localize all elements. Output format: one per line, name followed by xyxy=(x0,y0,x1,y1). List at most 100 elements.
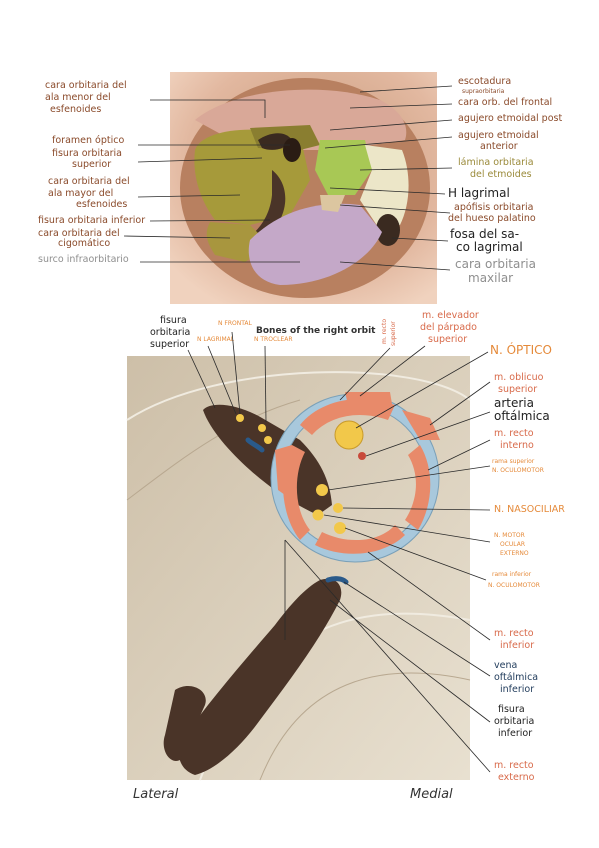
label-fisura-inf-1: fisura xyxy=(498,704,525,715)
bottom-right-labels: N. ÓPTICO m. oblicuo superior arteria of… xyxy=(488,342,565,783)
bottom-right-leader-lines xyxy=(284,351,491,773)
label-foramen-optico: foramen óptico xyxy=(52,135,124,146)
bottom-figure-header: Bones of the right orbit xyxy=(256,326,376,336)
bottom-top-leader-lines xyxy=(187,331,426,423)
label-escotadura: escotadura xyxy=(458,76,511,87)
label-fosa-saco-lagrimal-2: co lagrimal xyxy=(456,240,523,254)
label-n-nasociliar: N. NASOCILIAR xyxy=(494,504,565,515)
label-lateral: Lateral xyxy=(133,787,179,802)
label-fisura-orbitaria-1: fisura orbitaria xyxy=(52,148,122,159)
top-orbit-illustration xyxy=(170,72,437,304)
superior-oblique-origin xyxy=(402,410,440,440)
label-n-optico: N. ÓPTICO xyxy=(490,342,552,357)
levator-origin xyxy=(345,392,392,405)
inferior-branch-oculomotor xyxy=(334,522,346,534)
frontal-nerve xyxy=(258,424,266,432)
label-cara-ala-mayor-2: ala mayor del xyxy=(48,188,113,199)
superior-branch-oculomotor xyxy=(316,484,328,496)
label-cara-ala-mayor-3: esfenoides xyxy=(76,199,127,210)
ophthalmic-artery xyxy=(358,452,366,460)
top-right-leader-lines xyxy=(324,85,453,271)
fissure-dark-band xyxy=(240,170,286,250)
label-cara-orb-frontal: cara orb. del frontal xyxy=(458,97,552,108)
nasociliary-nerve xyxy=(333,503,343,513)
abducens-nerve xyxy=(312,509,324,521)
bottom-orbit-illustration xyxy=(126,356,471,781)
label-m-recto-inferior-2: inferior xyxy=(500,640,534,651)
superior-rectus-origin xyxy=(300,398,395,435)
label-arteria-1: arteria xyxy=(494,396,534,410)
label-m-oblicuo-1: m. oblicuo xyxy=(494,372,544,383)
label-cara-cigomatico-1: cara orbitaria del xyxy=(38,228,120,239)
trochlear-nerve xyxy=(264,436,272,444)
superior-orbital-fissure-top xyxy=(258,133,292,150)
inferior-rectus-origin xyxy=(315,525,405,554)
muscle-origins xyxy=(275,392,440,554)
label-m-recto-interno-1: m. recto xyxy=(494,428,534,439)
maxillary-orbital-surface xyxy=(248,203,382,285)
label-cara-cigomatico-2: cigomático xyxy=(58,238,110,249)
label-fisura-inf-3: inferior xyxy=(498,728,532,739)
label-fosa-saco-lagrimal-1: fosa del sa- xyxy=(450,227,519,241)
label-rama-inferior: rama inferior xyxy=(492,571,532,578)
label-agujero-etmoidal-ant-2: anterior xyxy=(480,141,518,152)
label-cara-orbitaria-ala-menor-2: ala menor del xyxy=(45,92,111,103)
label-m-elevador-1: m. elevador xyxy=(422,310,479,321)
label-vena-2: oftálmica xyxy=(494,672,538,683)
label-vena-3: inferior xyxy=(500,684,534,695)
label-h-lagrimal: H lagrimal xyxy=(448,186,510,200)
superior-orbital-fissure xyxy=(203,404,332,515)
label-cara-orbitaria-maxilar-1: cara orbitaria xyxy=(455,257,536,271)
label-n-oculomotor-inf: N. OCULOMOTOR xyxy=(488,582,540,589)
label-m-oblicuo-2: superior xyxy=(498,384,537,395)
label-m-recto-inferior-1: m. recto xyxy=(494,628,534,639)
label-medial: Medial xyxy=(410,787,453,802)
label-lamina-orbitaria-1: lámina orbitaria xyxy=(458,157,534,168)
ethmoid-green-region xyxy=(315,140,372,195)
inferior-fissure-tail xyxy=(163,685,206,761)
label-n-troclear: N TROCLEAR xyxy=(254,336,293,343)
label-m-recto-externo-1: m. recto xyxy=(494,760,534,771)
label-m-recto-interno-2: interno xyxy=(500,440,534,451)
label-apofisis-orbitaria-2: del hueso palatino xyxy=(448,213,536,224)
label-fisura-inf-2: orbitaria xyxy=(494,716,534,727)
top-left-labels: cara orbitaria del ala menor del esfenoi… xyxy=(38,80,145,265)
label-vena-1: vena xyxy=(494,660,517,671)
label-n-oculomotor-sup: N. OCULOMOTOR xyxy=(492,467,544,474)
optic-nerve xyxy=(334,420,364,450)
label-fisura-orbitaria-inferior: fisura orbitaria inferior xyxy=(38,215,145,226)
label-m-recto-superior-2: superior xyxy=(390,321,397,346)
label-rama-superior: rama superior xyxy=(492,458,535,465)
label-apofisis-orbitaria-1: apófisis orbitaria xyxy=(454,202,534,213)
label-m-elevador-3: superior xyxy=(428,334,467,345)
label-cara-orbitaria-maxilar-2: maxilar xyxy=(468,271,513,285)
label-cara-orbitaria-ala-menor-3: esfenoides xyxy=(50,104,101,115)
optic-foramen xyxy=(283,138,301,162)
label-supraorbitaria: supraorbitaria xyxy=(462,88,505,95)
label-fisura-orbitaria-sup-3: superior xyxy=(150,339,189,350)
label-n-motor-1: N. MOTOR xyxy=(494,532,525,539)
label-cara-ala-mayor-1: cara orbitaria del xyxy=(48,176,130,187)
palatine-orbital-process xyxy=(320,195,345,212)
label-agujero-etmoidal-post: agujero etmoidal post xyxy=(458,113,562,124)
label-m-recto-superior-1: m. recto xyxy=(381,319,388,344)
superior-ophthalmic-vein xyxy=(245,437,265,453)
label-m-elevador-2: del párpado xyxy=(420,322,477,333)
lacrimal-nerve xyxy=(236,414,244,422)
top-left-leader-lines xyxy=(123,99,300,263)
inferior-orbital-fissure xyxy=(178,578,342,775)
label-n-frontal: N FRONTAL xyxy=(218,320,253,327)
label-agujero-etmoidal-ant-1: agujero etmoidal xyxy=(458,130,539,141)
lateral-rectus-origin-upper xyxy=(275,445,292,500)
label-cara-orbitaria-ala-menor-1: cara orbitaria del xyxy=(45,80,127,91)
label-n-motor-3: EXTERNO xyxy=(500,550,529,557)
label-fisura-orbitaria-2: superior xyxy=(72,159,111,170)
label-surco-infraorbitario: surco infraorbitario xyxy=(38,254,129,265)
label-lamina-orbitaria-2: del etmoides xyxy=(470,169,532,180)
label-n-lagrimal: N LAGRIMAL xyxy=(197,336,235,343)
label-fisura-orbitaria-sup-2: orbitaria xyxy=(150,327,190,338)
label-arteria-2: oftálmica xyxy=(494,409,550,423)
bottom-top-labels: fisura orbitaria superior N FRONTAL N LA… xyxy=(150,310,479,350)
top-right-labels: escotadura supraorbitaria cara orb. del … xyxy=(448,76,562,285)
